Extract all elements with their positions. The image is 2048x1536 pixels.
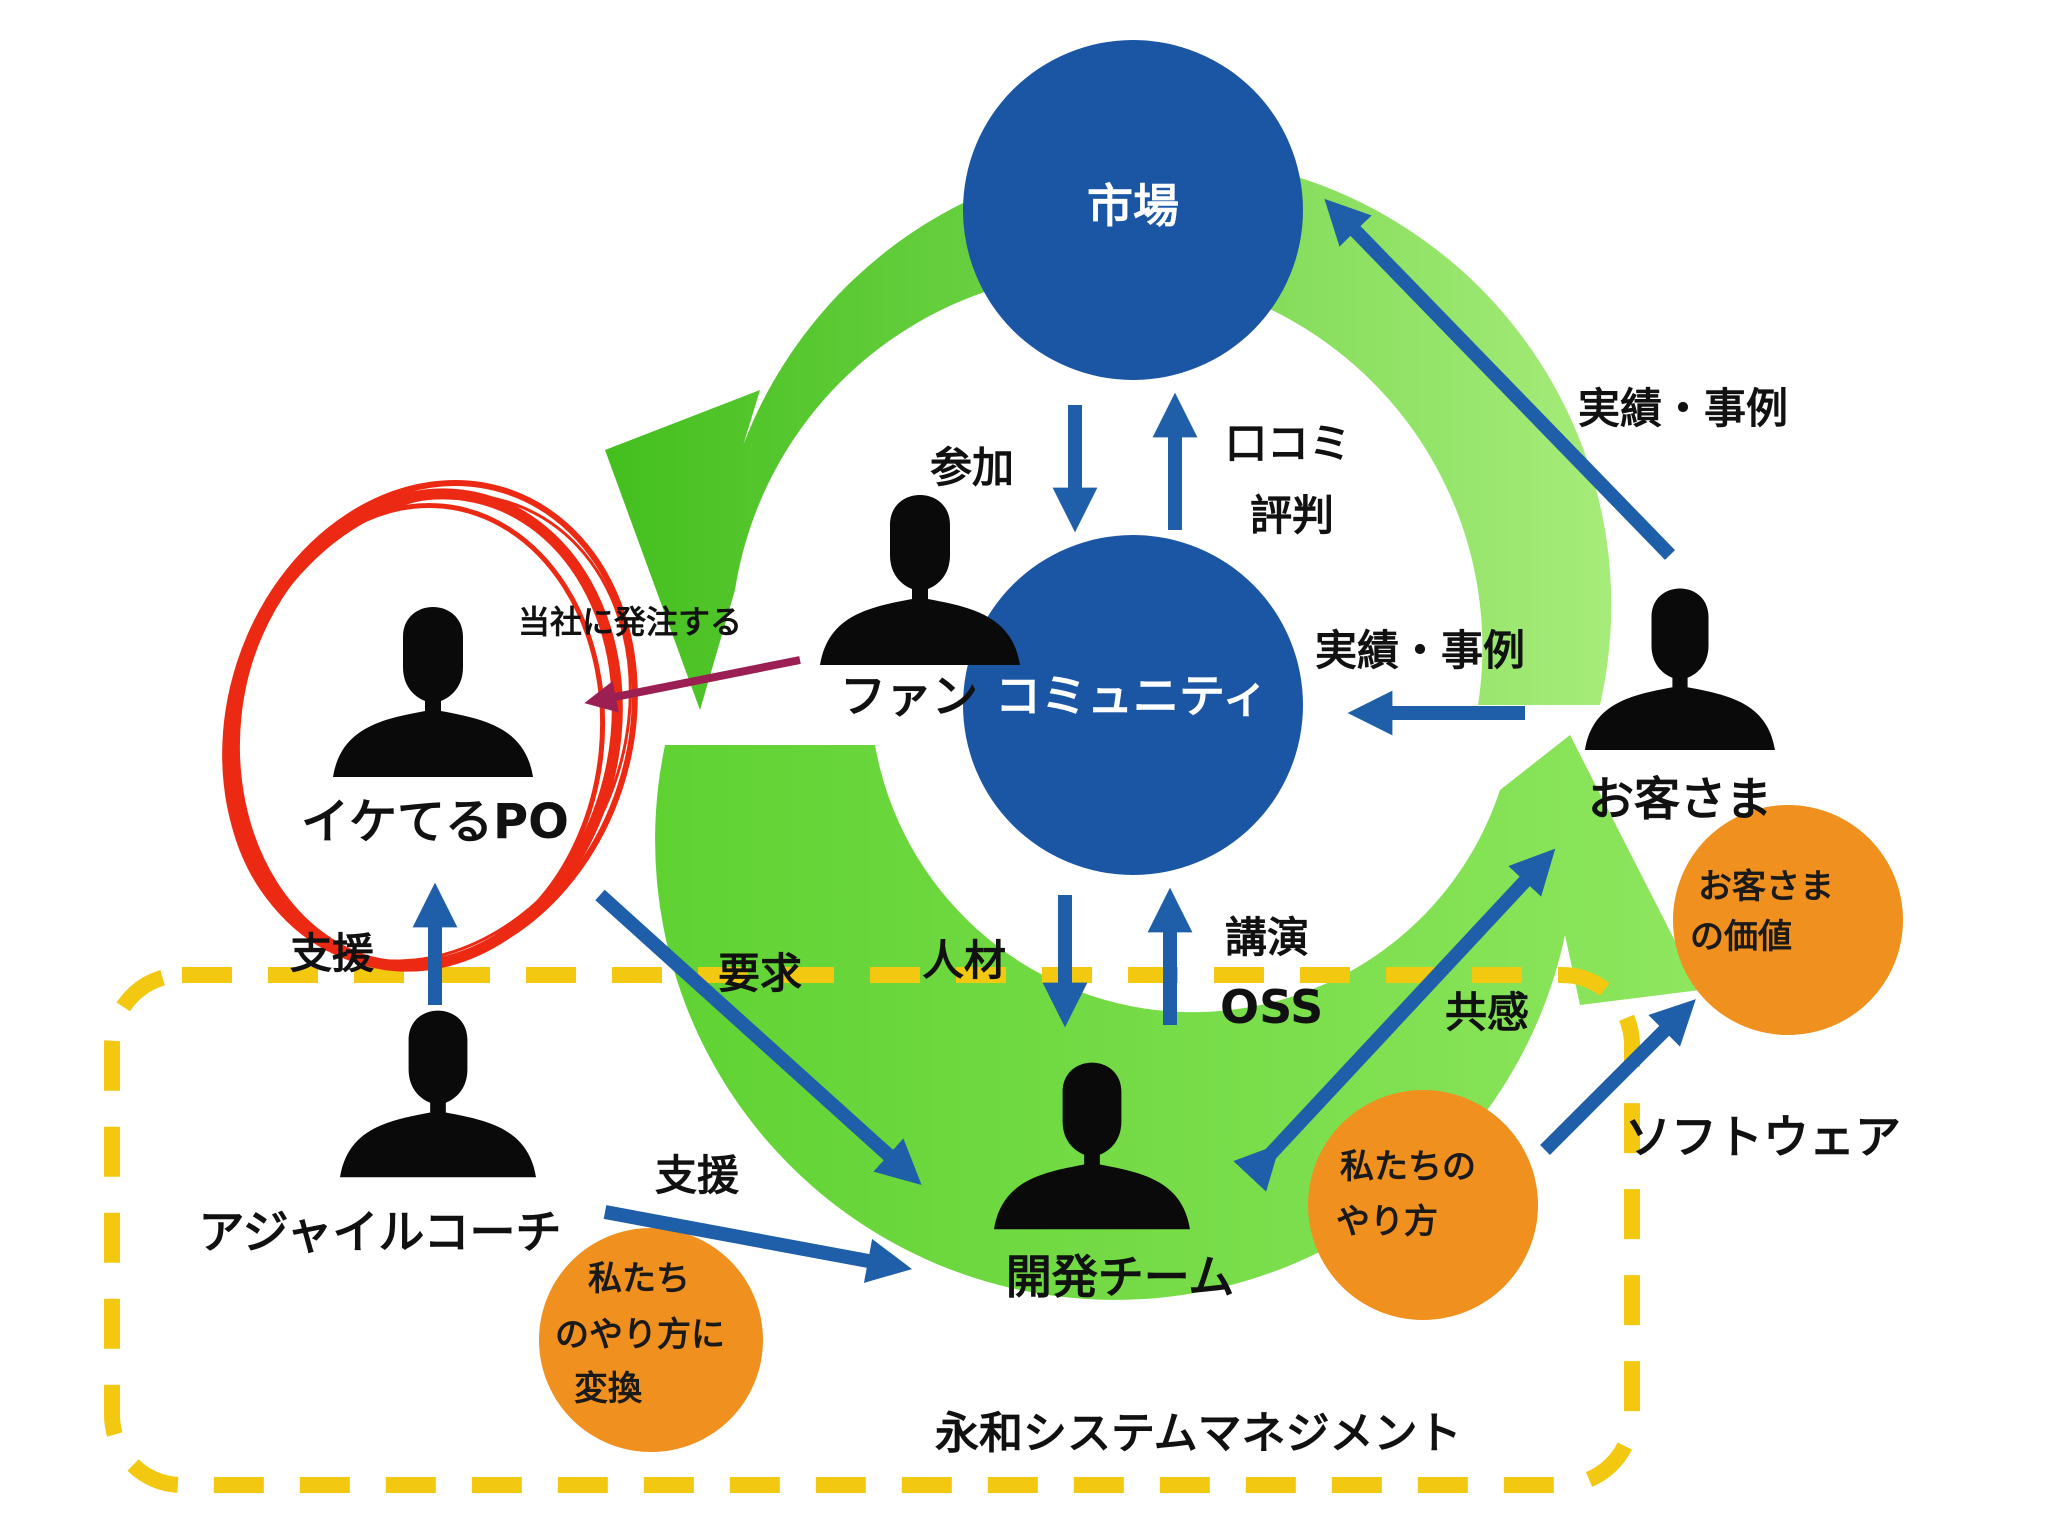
convert-line1: 私たち xyxy=(588,1259,690,1299)
our-way-line2: やり方 xyxy=(1336,1202,1438,1242)
results-community-label: 実績・事例 xyxy=(1315,626,1525,675)
person-icon-po xyxy=(333,607,533,777)
customer-label: お客さま xyxy=(1588,772,1772,826)
order-label: 当社に発注する xyxy=(518,603,742,641)
company-boundary xyxy=(104,967,1640,1493)
word-of-mouth-label: 口コミ xyxy=(1225,419,1351,468)
fan-label: ファン xyxy=(840,669,978,723)
customer-value-line1: お客さま xyxy=(1698,867,1834,907)
support-dev-label: 支援 xyxy=(655,1151,740,1200)
convert-line2: のやり方に xyxy=(555,1315,725,1355)
person-icon-fan xyxy=(820,495,1020,665)
convert-line3: 変換 xyxy=(574,1369,643,1409)
join-label: 参加 xyxy=(930,443,1014,492)
community-label: コミュニティ xyxy=(995,669,1268,723)
community-circle xyxy=(963,535,1303,875)
company-label: 永和システムマネジメント xyxy=(935,1408,1462,1459)
arrow-results-market xyxy=(1324,198,1676,560)
person-icon-customer xyxy=(1585,588,1775,750)
empathy-label: 共感 xyxy=(1445,988,1529,1037)
software-label: ソフトウェア xyxy=(1625,1110,1901,1164)
talks-label: 講演 xyxy=(1225,913,1309,962)
dev-team-label: 開発チーム xyxy=(1006,1250,1235,1304)
customer-value-circle xyxy=(1673,805,1903,1035)
cycle-arrow-upper xyxy=(605,156,1612,711)
po-label: イケてるPO xyxy=(301,794,569,850)
arrow-order xyxy=(584,656,801,713)
oss-label: OSS xyxy=(1220,980,1323,1034)
results-market-label: 実績・事例 xyxy=(1578,384,1788,433)
talent-label: 人材 xyxy=(922,936,1006,985)
arrow-requirements xyxy=(595,889,922,1185)
requirements-label: 要求 xyxy=(718,949,802,998)
market-circle xyxy=(963,40,1303,380)
person-icon-coach xyxy=(340,1010,536,1178)
arrow-support-dev xyxy=(603,1205,913,1283)
highlight-scribble xyxy=(222,480,638,972)
reputation-label: 評判 xyxy=(1250,491,1334,540)
support-po-label: 支援 xyxy=(290,929,375,978)
our-way-line1: 私たちの xyxy=(1340,1147,1476,1187)
convert-circle xyxy=(539,1228,763,1452)
market-label: 市場 xyxy=(1087,179,1179,233)
coach-label: アジャイルコーチ xyxy=(199,1205,562,1259)
arrow-empathy xyxy=(1233,848,1556,1192)
arrow-software xyxy=(1540,999,1696,1155)
customer-value-line2: の価値 xyxy=(1690,917,1792,957)
